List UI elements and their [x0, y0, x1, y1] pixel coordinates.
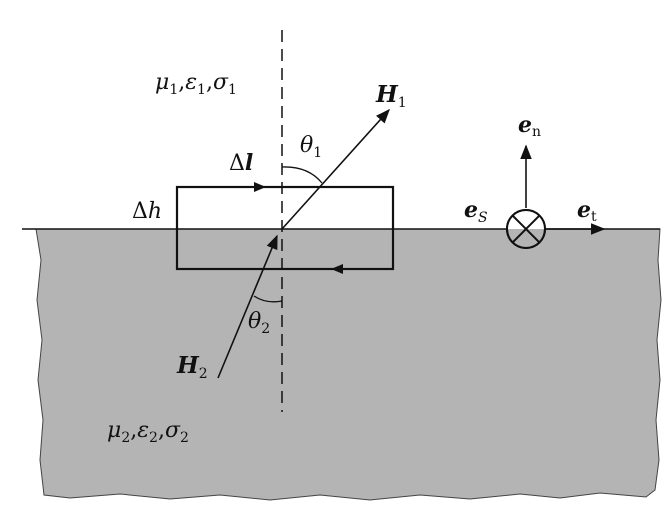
- contour-arrow-top: [254, 182, 266, 192]
- delta-h-label: Δh: [132, 199, 162, 224]
- integration-contour: [175, 185, 395, 271]
- medium-1-params: μ1,ε1,σ1: [155, 70, 237, 98]
- et-label: et: [577, 197, 597, 225]
- delta-l-label: Δl: [229, 150, 253, 176]
- theta2-label: θ2: [248, 309, 270, 337]
- theta1-arc: [281, 166, 323, 184]
- theta1-label: θ1: [300, 133, 322, 161]
- h2-vector: [217, 234, 278, 379]
- contour-arrow-bottom: [331, 264, 343, 274]
- medium-2-params: μ2,ε2,σ2: [107, 418, 189, 446]
- en-label: en: [518, 112, 541, 140]
- h1-vector: [281, 108, 390, 230]
- h1-label: H1: [375, 81, 407, 111]
- es-label: eS: [464, 197, 488, 226]
- medium-2-region: [35, 228, 662, 501]
- theta2-arc: [253, 295, 283, 303]
- es-into-page-icon: [506, 209, 546, 249]
- h2-label: H2: [176, 352, 208, 382]
